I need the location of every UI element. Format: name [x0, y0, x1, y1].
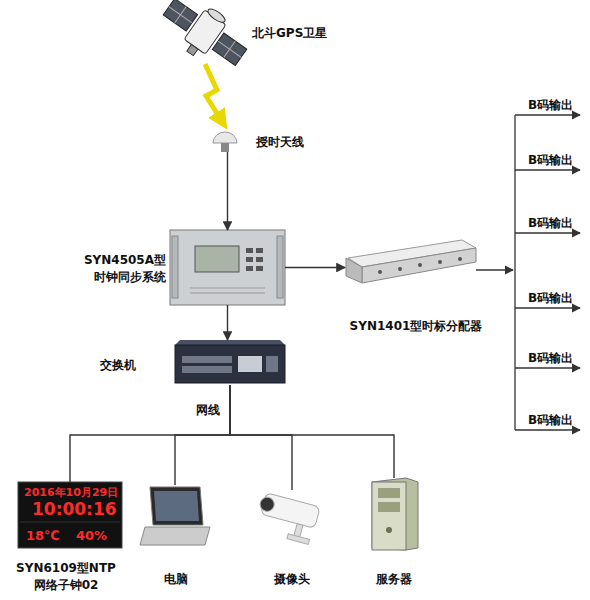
- switch-node: 交换机: [175, 340, 285, 385]
- output-label: B码输出: [528, 413, 573, 428]
- clock-date: 2016年10月29日: [24, 485, 118, 500]
- network-cable: [175, 385, 230, 485]
- antenna-icon: [213, 132, 237, 152]
- laptop-node: 电脑: [140, 485, 210, 545]
- arrow-connector: [227, 152, 228, 230]
- device-label: 交换机: [88, 357, 148, 374]
- cable-label: 网线: [196, 403, 220, 418]
- distributor-node: SYN1401型时标分配器: [345, 238, 477, 300]
- arrow-connector: [285, 267, 345, 268]
- antenna-node: 授时天线: [208, 126, 242, 152]
- camera-node: 摄像头: [260, 490, 324, 542]
- server-node: 服务器: [370, 478, 418, 550]
- b-code-bus: [476, 115, 580, 430]
- output-label: B码输出: [528, 291, 573, 306]
- sync-system-node: SYN4505A型 时钟同步系统: [170, 230, 285, 305]
- satellite-node: 北斗GPS卫星: [165, 2, 245, 64]
- arrow-connector: [227, 305, 228, 340]
- signal-bolt: [205, 64, 225, 126]
- device-label: 摄像头: [262, 571, 322, 588]
- clock-temperature: 18℃: [26, 528, 60, 543]
- clock-time: 10:00:16: [32, 502, 117, 517]
- device-label: 服务器: [364, 571, 424, 588]
- satellite-icon: [154, 0, 255, 79]
- device-label: 授时天线: [256, 134, 336, 151]
- sync-system-icon: [170, 230, 285, 305]
- camera-icon: [253, 492, 320, 545]
- device-label: SYN1401型时标分配器: [346, 318, 486, 335]
- switch-icon: [175, 340, 285, 383]
- network-clock-icon: [18, 482, 122, 548]
- device-label: 北斗GPS卫星: [252, 25, 362, 42]
- server-icon: [372, 478, 418, 550]
- device-label: SYN6109型NTP 网络子钟02: [14, 560, 118, 594]
- output-label: B码输出: [528, 216, 573, 231]
- output-label: B码输出: [528, 153, 573, 168]
- device-label: 电脑: [150, 571, 202, 588]
- device-label: SYN4505A型 时钟同步系统: [76, 252, 166, 286]
- network-cable: [230, 385, 394, 478]
- clock-humidity: 40%: [76, 528, 107, 543]
- output-label: B码输出: [528, 98, 573, 113]
- distributor-icon: [346, 240, 476, 283]
- output-label: B码输出: [528, 351, 573, 366]
- network-cable: [70, 385, 230, 482]
- laptop-icon: [140, 487, 210, 545]
- network-cable: [230, 385, 292, 490]
